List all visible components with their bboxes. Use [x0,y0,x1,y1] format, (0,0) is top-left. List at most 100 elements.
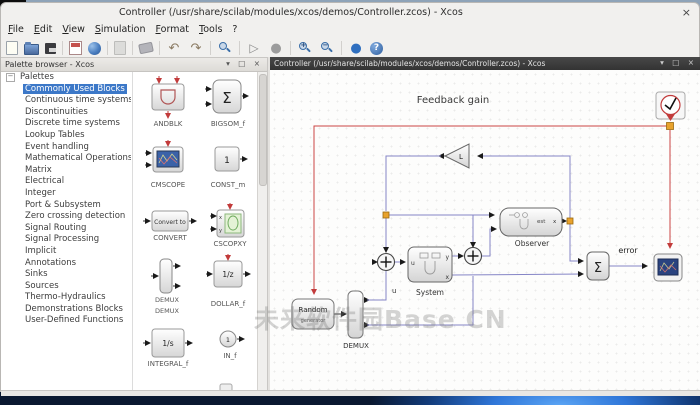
demos-icon[interactable] [88,41,101,55]
panel-splitter[interactable] [267,57,271,390]
palette-block-bigsom[interactable]: Σ BIGSOM_f [205,79,249,128]
delete-icon[interactable] [114,41,126,55]
menu-item[interactable]: Edit [33,24,53,35]
system-block[interactable]: u y x System [407,246,453,297]
export-image-icon[interactable] [69,41,82,55]
link-split-node[interactable] [666,122,674,130]
toolbar-separator [107,41,108,55]
menu-item[interactable]: Format [155,24,190,35]
bigsom-block[interactable]: Σ [586,251,610,281]
tree-item[interactable]: Zero crossing detection [25,211,126,222]
redo-icon[interactable]: ↷ [190,40,202,56]
error-label[interactable]: error [618,246,638,255]
svg-text:x: x [445,274,449,281]
tree-item[interactable]: Event handling [25,141,89,152]
menu-item[interactable]: File [8,24,24,35]
tree-item[interactable]: Continuous time systems [25,95,131,106]
tree-item[interactable]: Implicit [25,245,57,256]
palette-blocks-area: ANDBLK Σ BIGSOM_f [143,76,251,391]
stop-simulation-icon[interactable]: ● [270,40,282,56]
menu-item[interactable]: Tools [199,24,223,35]
diagram-window-buttons[interactable]: ▾ □ × [660,58,697,67]
tree-item[interactable]: Mathematical Operations [25,153,131,164]
eraser-icon[interactable] [138,41,154,55]
svg-text:DOLLAR_f: DOLLAR_f [211,300,246,308]
random-block[interactable]: Random generator [291,298,335,330]
diagram-window-titlebar[interactable]: Controller (/usr/share/scilab/modules/xc… [270,57,700,70]
palette-block-cmscope[interactable]: CMSCOPE [145,140,185,189]
palette-block-inport[interactable]: 1 IN_f [219,330,245,360]
svg-text:generator: generator [301,318,327,324]
demux-block[interactable]: DEMUX [343,290,369,350]
toolbar-separator [210,41,211,55]
palette-block-convert[interactable]: Convert to CONVERT [143,210,197,242]
palette-browser-header[interactable]: Palette browser - Xcos ▾ □ × [1,58,267,72]
tree-item[interactable]: Annotations [25,257,77,268]
open-icon[interactable] [24,42,39,55]
scope-block[interactable] [653,253,683,282]
tree-item[interactable]: Signal Processing [25,234,100,245]
partial-block[interactable] [219,383,233,391]
svg-text:INTEGRAL_f: INTEGRAL_f [148,360,189,368]
menu-item[interactable]: Simulation [94,24,146,35]
clock-icon [660,94,681,116]
svg-text:CONVERT: CONVERT [153,234,187,242]
sum-junction-2[interactable] [463,246,483,266]
svg-text:y: y [445,254,449,261]
undo-icon[interactable]: ↶ [168,40,180,56]
tree-item[interactable]: Signal Routing [25,222,87,233]
tree-item[interactable]: Port & Subsystem [25,199,101,210]
help-icon[interactable]: ? [370,41,383,55]
svg-text:1: 1 [226,336,230,344]
fit-to-view-icon[interactable] [217,41,233,56]
svg-text:Convert to: Convert to [154,219,186,226]
sum-junction-1[interactable] [376,252,396,272]
palette-block-andblk[interactable]: ANDBLK [151,76,185,128]
scrollbar-thumb[interactable] [259,74,267,186]
start-simulation-icon[interactable]: ▷ [249,41,259,55]
details-icon[interactable]: ● [350,40,362,56]
zoom-in-icon[interactable]: + [297,41,313,56]
new-diagram-icon[interactable] [6,41,18,55]
toolbar-separator [341,41,342,55]
svg-text:1/s: 1/s [162,339,173,348]
palette-block-dollar[interactable]: 1/z DOLLAR_f [206,254,251,308]
svg-text:x: x [219,215,222,221]
menu-item[interactable]: View [62,24,85,35]
tree-item[interactable]: Sinks [25,269,48,280]
tree-item[interactable]: Discrete time systems [25,118,120,129]
tree-item[interactable]: Matrix [25,164,52,175]
palette-block-cscopxy[interactable]: x y CSCOPXY [210,203,247,248]
palette-scrollbar[interactable] [257,72,267,391]
observer-block[interactable]: est x Observer [499,207,563,248]
tree-item[interactable]: Sources [25,280,59,291]
link-split-node[interactable] [382,211,390,219]
expander-icon[interactable]: − [6,72,15,82]
zoom-out-icon[interactable]: − [319,41,335,56]
tree-item[interactable]: Discontinuities [25,106,88,117]
xcos-main-window: Controller (/usr/share/scilab/modules/xc… [0,2,700,396]
diagram: Feedback gain [291,91,686,350]
gain-block[interactable]: L [443,143,470,169]
palette-block-demux[interactable]: DEMUX DEMUX [151,258,181,315]
title-bar[interactable]: Controller (/usr/share/scilab/modules/xc… [1,3,699,24]
tree-item[interactable]: Lookup Tables [25,129,85,140]
tree-item[interactable]: Commonly Used Blocks [23,83,127,94]
tree-item[interactable]: User-Defined Functions [25,315,124,326]
tree-item[interactable]: Integer [25,187,56,198]
menu-item[interactable]: ? [232,24,238,35]
diagram-title[interactable]: Feedback gain [417,95,489,106]
tree-item[interactable]: Electrical [25,176,65,187]
diagram-canvas[interactable] [270,70,700,390]
panel-window-buttons[interactable]: ▾ □ × [226,59,263,68]
palette-block-const[interactable]: 1 CONST_m [211,146,248,189]
tree-item[interactable]: Thermo-Hydraulics [25,292,106,303]
save-icon[interactable] [45,42,56,54]
close-icon[interactable]: × [681,6,691,19]
tree-root-palettes[interactable]: −Palettes [6,72,54,82]
tree-item[interactable]: Demonstrations Blocks [25,303,123,314]
link-split-node[interactable] [566,217,574,225]
diagram-window: Controller (/usr/share/scilab/modules/xc… [270,57,700,390]
palette-block-integral[interactable]: 1/s INTEGRAL_f [143,328,193,368]
clock-block[interactable] [655,91,686,121]
